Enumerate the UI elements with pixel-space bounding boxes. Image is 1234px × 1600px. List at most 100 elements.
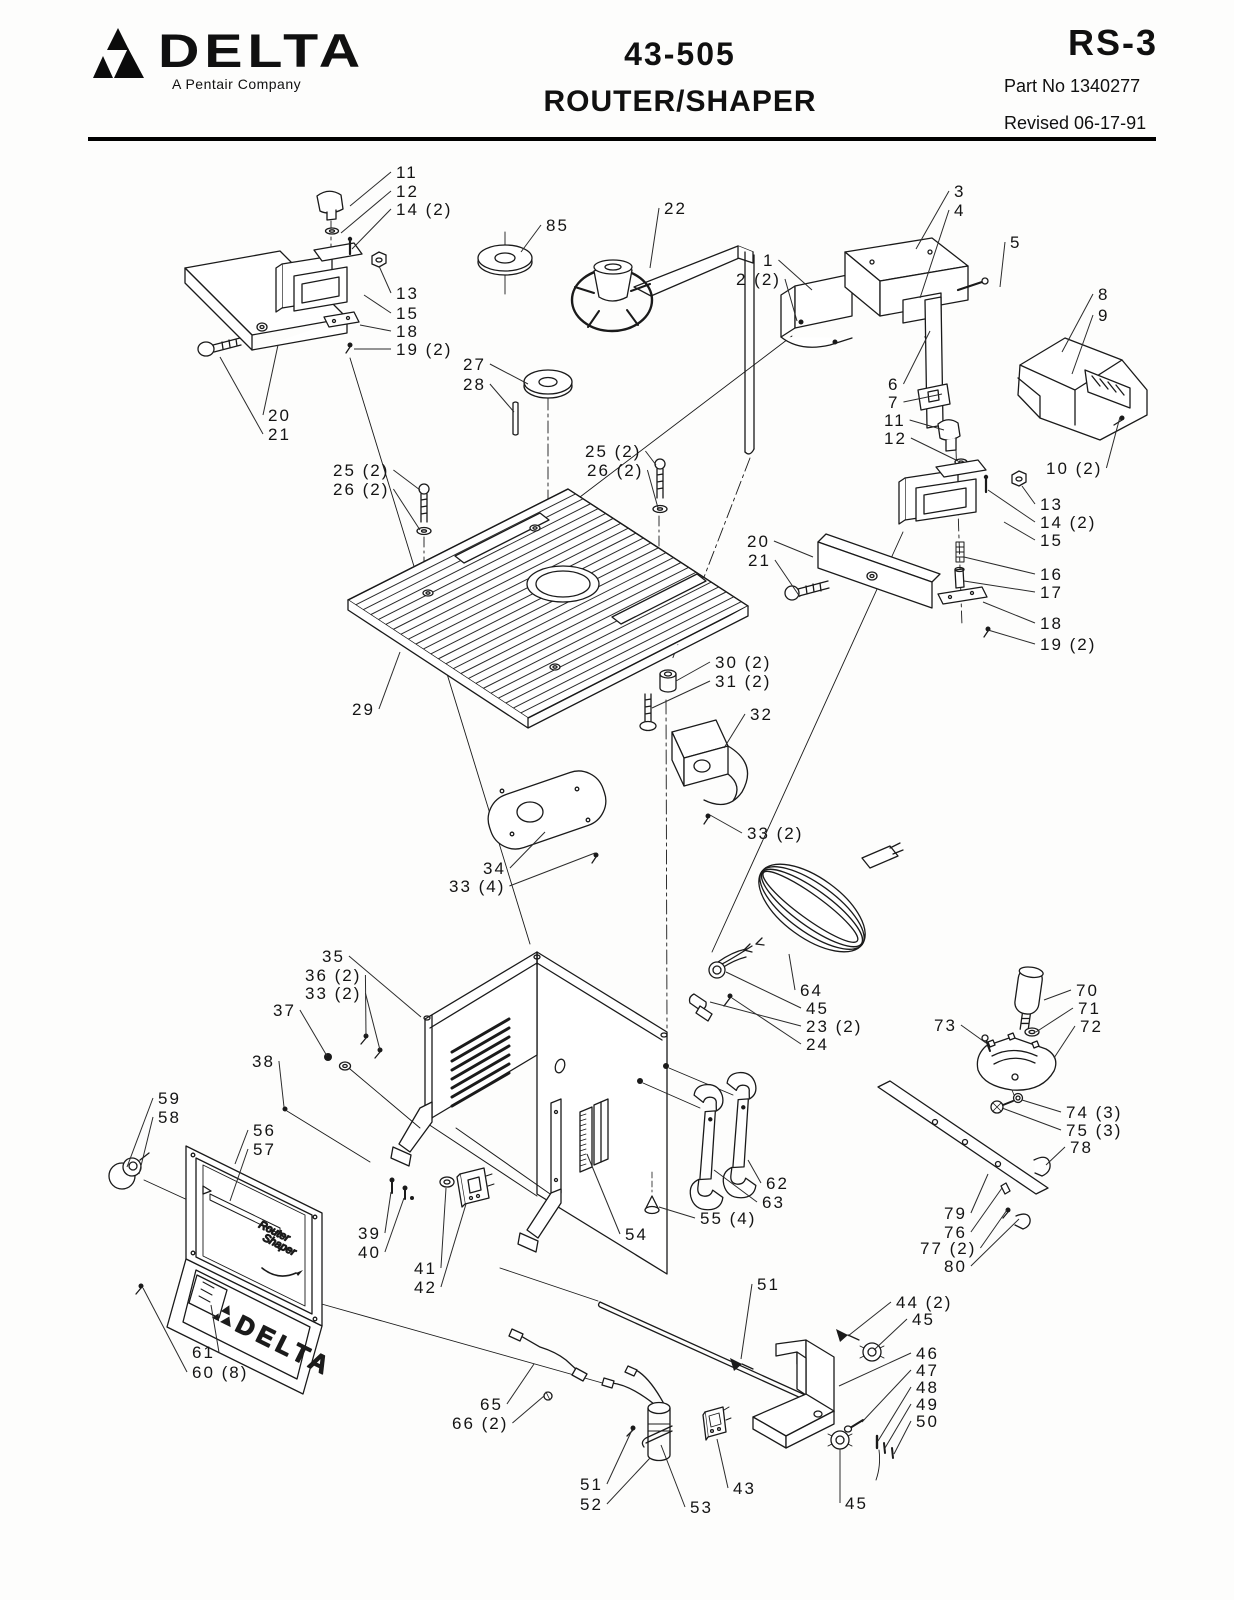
- part-callout-45: 45: [912, 1310, 935, 1329]
- leader-line: [378, 265, 392, 294]
- part-callout-65: 65: [480, 1395, 503, 1414]
- part-callout-22: 22: [664, 199, 687, 218]
- part-callout-19-2: 19 (2): [396, 340, 452, 359]
- part-base-bracket-46: [597, 1301, 894, 1481]
- part-callout-48: 48: [916, 1378, 939, 1397]
- delta-logo: DELTA A Pentair Company: [88, 26, 360, 92]
- leader-line: [773, 540, 814, 558]
- part-callout-11: 11: [396, 163, 418, 182]
- leader-line: [987, 629, 1036, 645]
- leader-line: [393, 469, 421, 491]
- leader-line: [262, 344, 279, 416]
- leader-line: [675, 661, 711, 682]
- part-callout-30-2: 30 (2): [715, 653, 771, 672]
- part-callout-45: 45: [845, 1494, 868, 1513]
- part-callout-71: 71: [1078, 999, 1101, 1018]
- part-callout-76: 76: [944, 1223, 967, 1242]
- part-callout-60-8: 60 (8): [192, 1363, 248, 1382]
- leader-line: [747, 1159, 762, 1184]
- leader-line: [1035, 1007, 1074, 1033]
- leader-line: [861, 1369, 912, 1423]
- part-callout-11: 11: [884, 411, 906, 430]
- part-callout-61: 61: [192, 1343, 215, 1362]
- part-callout-1: 1: [763, 251, 774, 270]
- part-callout-57: 57: [253, 1140, 276, 1159]
- leader-line: [838, 1352, 912, 1387]
- part-callout-42: 42: [414, 1278, 437, 1297]
- part-callout-10-2: 10 (2): [1046, 459, 1102, 478]
- part-callout-77-2: 77 (2): [920, 1239, 976, 1258]
- part-callout-26-2: 26 (2): [333, 480, 389, 499]
- leader-line: [509, 831, 546, 869]
- leader-line: [970, 1187, 1003, 1233]
- doc-code: RS-3: [1068, 22, 1159, 63]
- leader-line: [1053, 1025, 1076, 1059]
- part-callout-36-2: 36 (2): [305, 966, 361, 985]
- part-scale-54: [579, 1098, 609, 1173]
- leader-line: [1021, 485, 1036, 505]
- part-cutter-guard-22: [570, 245, 755, 455]
- part-callout-43: 43: [733, 1479, 756, 1498]
- leader-line: [606, 1457, 651, 1505]
- leader-line: [649, 207, 660, 269]
- leader-line: [349, 171, 392, 207]
- part-callout-28: 28: [463, 375, 486, 394]
- part-callout-31-2: 31 (2): [715, 672, 771, 691]
- part-dust-plate-34: [487, 770, 607, 864]
- part-callout-54: 54: [625, 1225, 648, 1244]
- part-callout-15: 15: [1040, 531, 1063, 550]
- leader-line: [299, 1009, 328, 1057]
- part-callout-50: 50: [916, 1412, 939, 1431]
- part-callout-25-2: 25 (2): [585, 442, 641, 461]
- brand-subtitle: A Pentair Company: [172, 76, 302, 92]
- leader-line: [606, 1429, 633, 1485]
- part-spindle-washer-85: [477, 244, 533, 276]
- part-table-top-29: [347, 488, 749, 729]
- leader-line: [970, 1173, 989, 1214]
- leader-line: [873, 1318, 908, 1351]
- leader-line: [645, 450, 657, 466]
- part-callout-19-2: 19 (2): [1040, 635, 1096, 654]
- leader-line: [278, 1060, 285, 1108]
- delta-triangles-icon: [93, 28, 144, 78]
- part-callout-44-2: 44 (2): [896, 1293, 952, 1312]
- leader-line: [364, 974, 367, 1037]
- part-callout-20: 20: [268, 406, 291, 425]
- leader-line: [1043, 989, 1072, 1001]
- part-callout-78: 78: [1070, 1138, 1093, 1157]
- leader-line: [646, 469, 659, 509]
- part-callout-38: 38: [252, 1052, 275, 1071]
- part-callout-23-2: 23 (2): [806, 1017, 862, 1036]
- brand-name: DELTA: [158, 24, 366, 77]
- leader-line: [393, 488, 421, 531]
- part-callout-56: 56: [253, 1121, 276, 1140]
- leader-line: [982, 601, 1036, 624]
- leader-line: [384, 1197, 405, 1253]
- part-deflector-32: [671, 719, 749, 825]
- part-callout-35: 35: [322, 947, 345, 966]
- part-callout-26-2: 26 (2): [587, 461, 643, 480]
- leader-line: [716, 1438, 729, 1489]
- part-callout-33-4: 33 (4): [449, 877, 505, 896]
- part-callout-41: 41: [414, 1259, 437, 1278]
- part-foot-55: [644, 1171, 660, 1215]
- part-door-56: Router Shaper DELTA: [108, 1145, 338, 1395]
- leader-line: [1061, 293, 1094, 353]
- leader-line: [351, 208, 392, 250]
- leader-line: [1105, 416, 1121, 469]
- part-callout-62: 62: [766, 1174, 789, 1193]
- title-block: 43-505 ROUTER/SHAPER: [500, 36, 860, 119]
- part-callout-72: 72: [1080, 1017, 1103, 1036]
- part-callout-6: 6: [888, 375, 899, 394]
- leader-line: [651, 680, 711, 709]
- leader-line: [126, 1097, 154, 1168]
- leader-line: [512, 1395, 545, 1424]
- part-callout-85: 85: [546, 216, 569, 235]
- leader-line: [658, 1206, 696, 1219]
- leader-line: [915, 190, 950, 250]
- part-callout-55-4: 55 (4): [700, 1209, 756, 1228]
- part-callout-17: 17: [1040, 583, 1063, 602]
